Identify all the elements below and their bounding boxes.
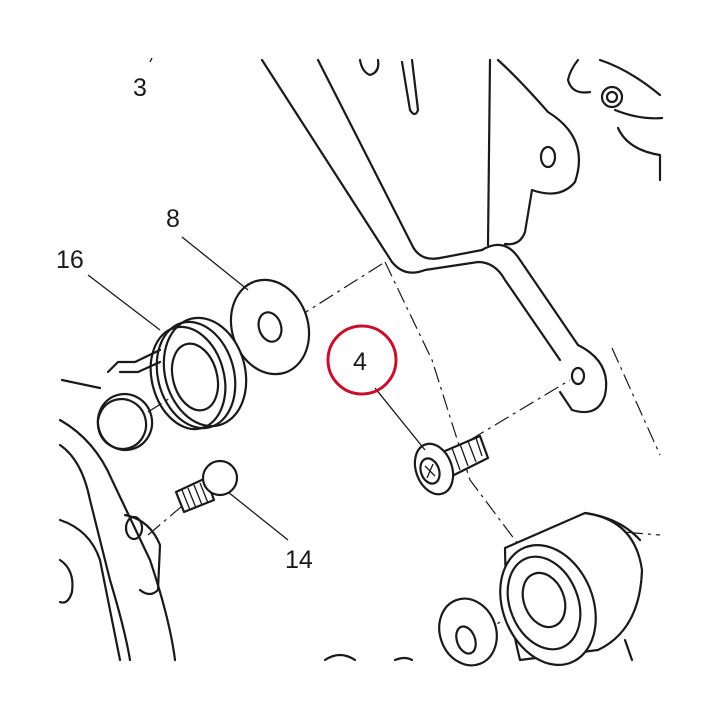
part-label-14: 14 <box>285 546 313 574</box>
part-label-4: 4 <box>353 348 367 376</box>
frame-bracket <box>260 58 608 414</box>
flange-bolt-part-4 <box>413 434 490 496</box>
torsion-spring-part-16 <box>106 316 248 431</box>
highlight-circle <box>326 324 398 396</box>
ball-stud-part-14 <box>174 459 239 514</box>
upper-right-assembly <box>566 58 664 182</box>
part-label-3: 3 <box>133 74 147 102</box>
leader-lines <box>87 57 426 541</box>
part-label-16: 16 <box>56 246 84 274</box>
roller-bushing <box>499 511 644 667</box>
bottom-partial-parts <box>323 638 634 662</box>
small-washer <box>438 597 498 667</box>
snap-ring <box>96 392 154 452</box>
lower-left-housing <box>58 378 177 662</box>
part-label-8: 8 <box>166 205 180 233</box>
